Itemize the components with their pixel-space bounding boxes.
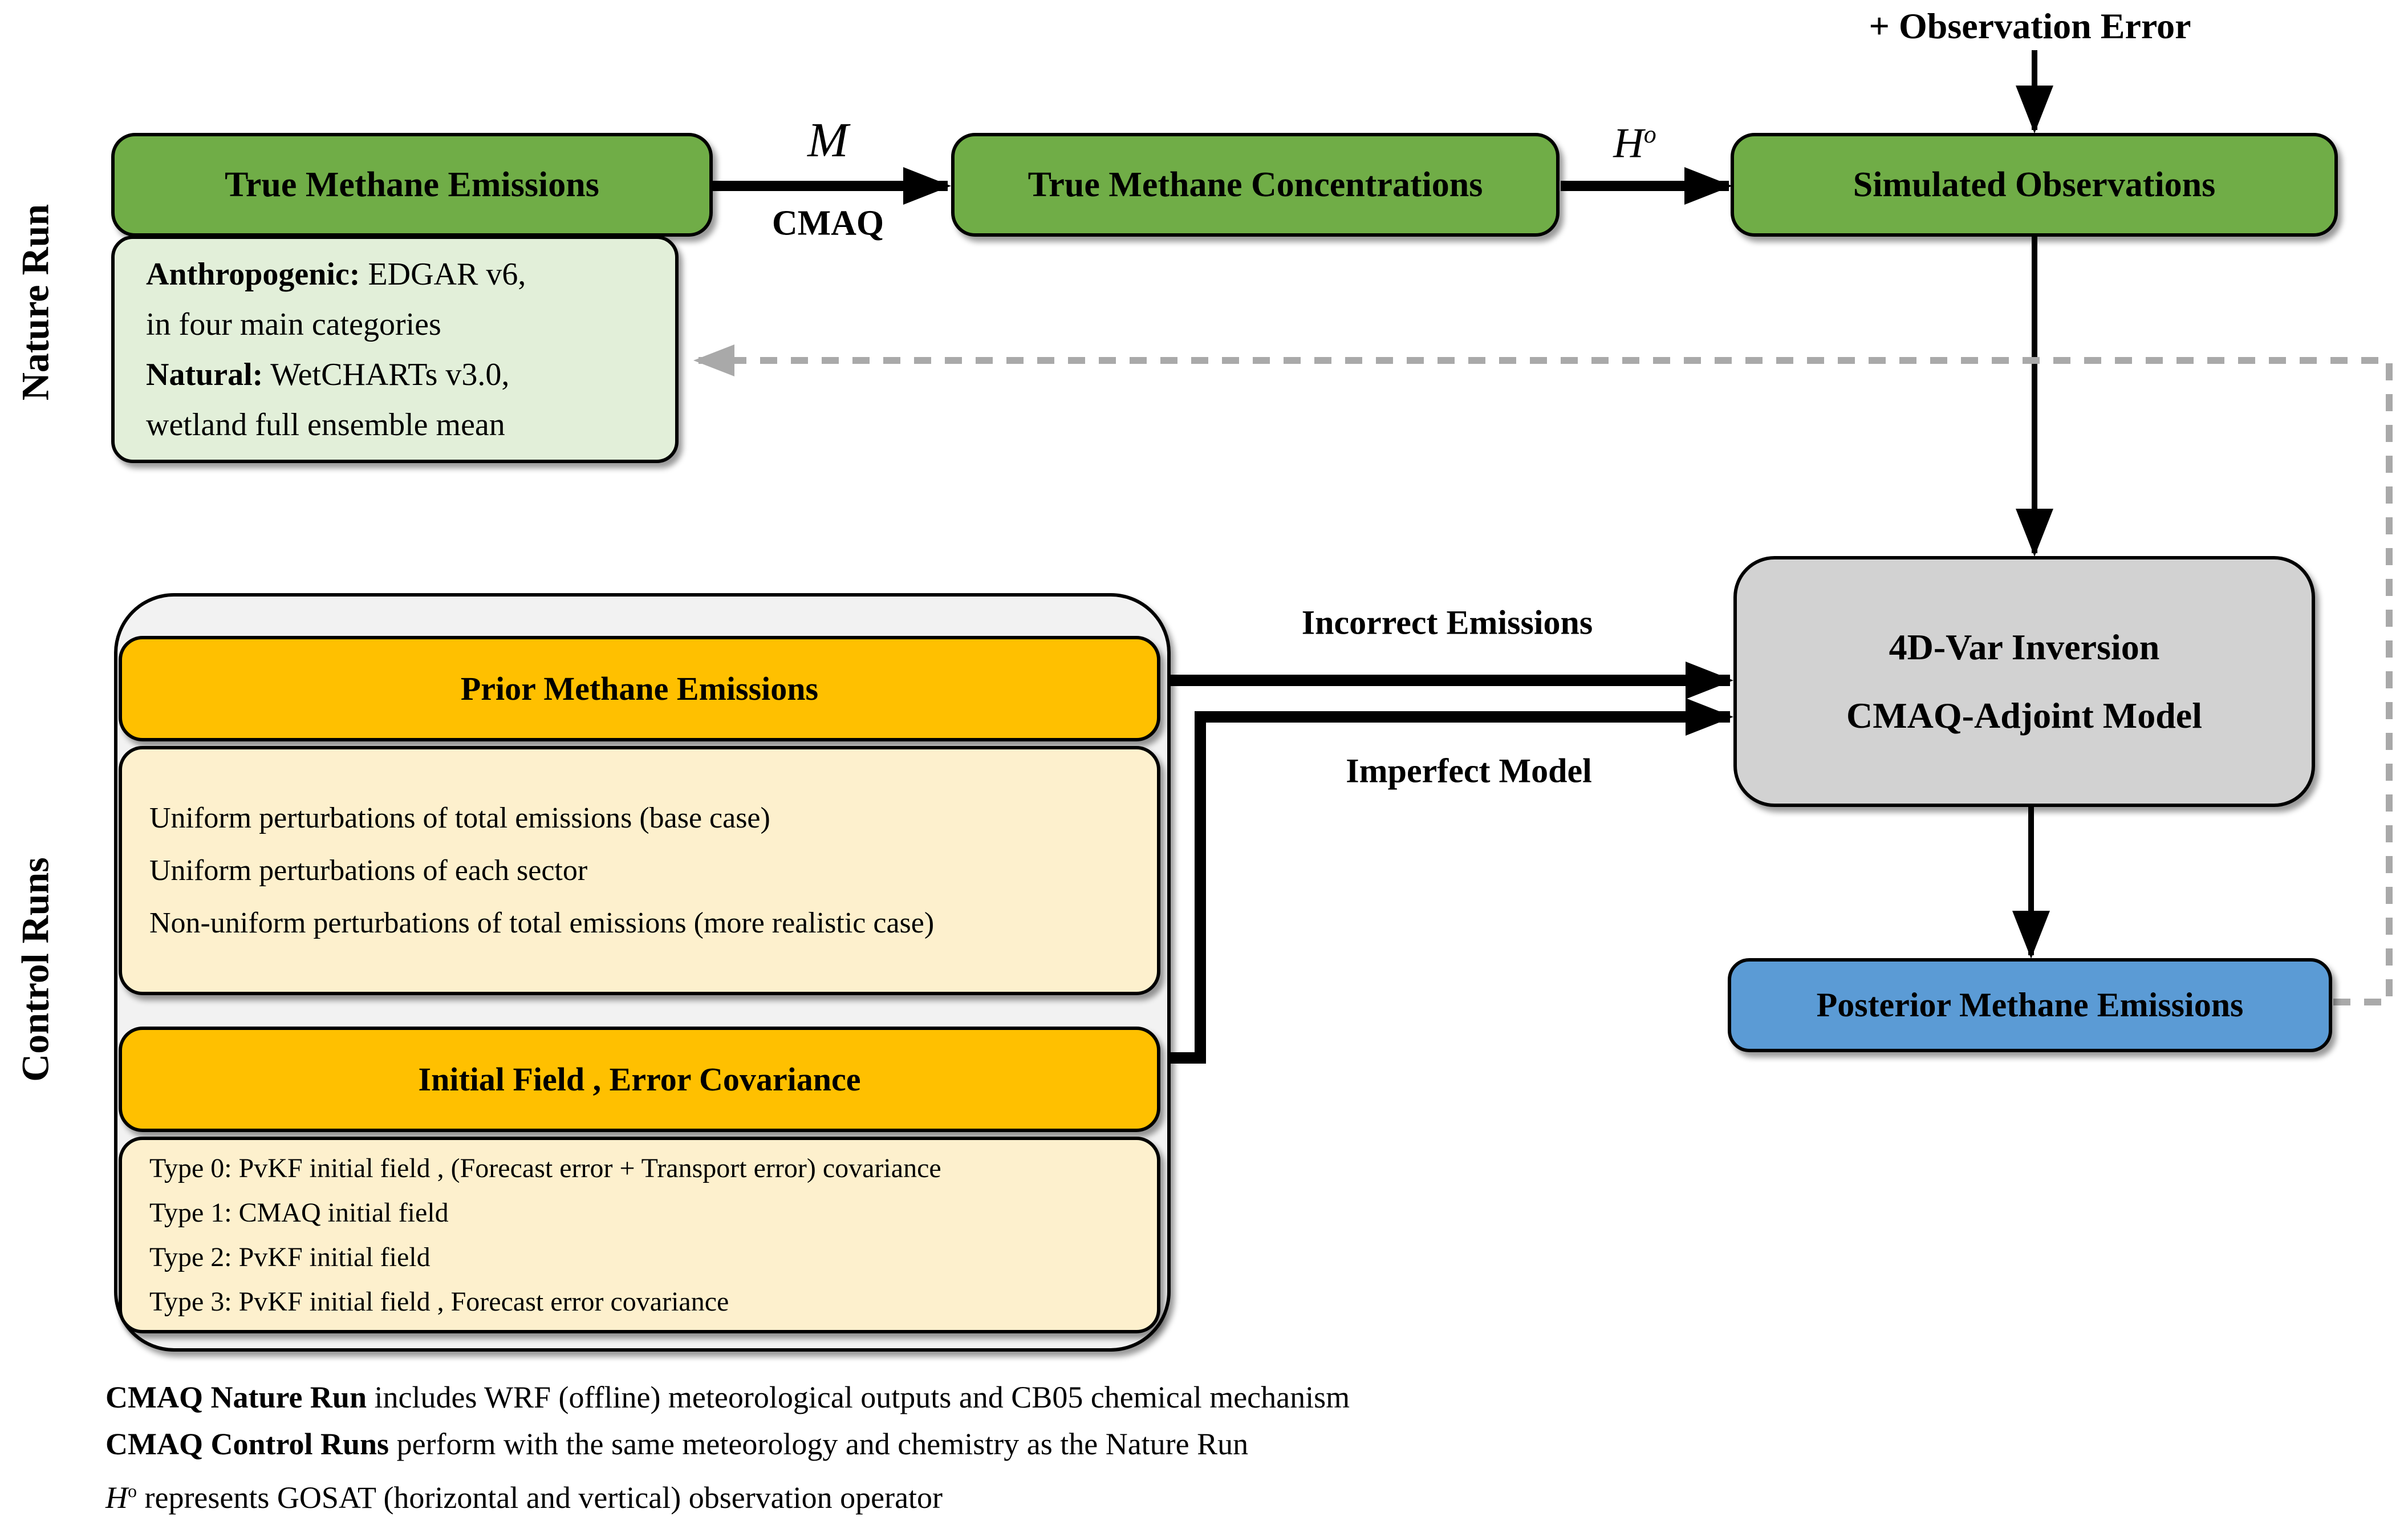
initial-field-error-covariance-title: Initial Field , Error Covariance xyxy=(418,1061,861,1098)
imperfect-model-label: Imperfect Model xyxy=(1346,752,1592,790)
inversion-title-line2: CMAQ-Adjoint Model xyxy=(1846,695,2202,736)
prior-perturbations-list-box: Uniform perturbations of total emissions… xyxy=(119,746,1160,995)
list-item: Type 0: PvKF initial field , (Forecast e… xyxy=(149,1153,941,1183)
true-methane-concentrations-title: True Methane Concentrations xyxy=(1028,165,1483,204)
footnote-nature-run: CMAQ Nature Run includes WRF (offline) m… xyxy=(105,1374,1350,1421)
info-line-anthropogenic: Anthropogenic: EDGAR v6, xyxy=(146,249,526,299)
posterior-methane-emissions-title: Posterior Methane Emissions xyxy=(1816,986,2244,1024)
true-methane-emissions-title: True Methane Emissions xyxy=(225,165,599,204)
list-item: Non-uniform perturbations of total emiss… xyxy=(149,906,935,939)
info-line-categories-rest: in four main categories xyxy=(146,306,441,342)
info-line-categories: in four main categories xyxy=(146,299,441,350)
list-item: Uniform perturbations of each sector xyxy=(149,854,588,887)
list-item: Type 3: PvKF initial field , Forecast er… xyxy=(149,1286,729,1317)
inversion-title-line1: 4D-Var Inversion xyxy=(1889,627,2160,667)
observation-operator-label: Ho xyxy=(1613,120,1656,168)
arrow-imperfect-model xyxy=(1163,698,1733,1064)
footnote-h-operator: Ho represents GOSAT (horizontal and vert… xyxy=(105,1467,1350,1521)
initial-field-error-covariance-header: Initial Field , Error Covariance xyxy=(119,1027,1160,1132)
footnote-nature-run-rest: includes WRF (offline) meteorological ou… xyxy=(367,1380,1350,1414)
footnote-nature-run-lead: CMAQ Nature Run xyxy=(105,1380,367,1414)
observation-error-label: + Observation Error xyxy=(1869,6,2191,46)
info-line-wetland: wetland full ensemble mean xyxy=(146,400,505,450)
info-line-anthropogenic-lead: Anthropogenic: xyxy=(146,256,360,292)
footnote-h-operator-base: H xyxy=(105,1481,128,1515)
info-line-wetland-rest: wetland full ensemble mean xyxy=(146,407,505,443)
cmaq-edge-label: CMAQ xyxy=(771,204,884,243)
simulated-observations-title: Simulated Observations xyxy=(1853,165,2216,204)
model-operator-label: M xyxy=(807,112,848,167)
initial-field-types-list-box: Type 0: PvKF initial field , (Forecast e… xyxy=(119,1137,1160,1333)
true-methane-emissions-box: True Methane Emissions xyxy=(111,133,713,237)
footnote-control-runs-lead: CMAQ Control Runs xyxy=(105,1427,389,1461)
dashed-feedback-loop xyxy=(693,344,2393,1005)
list-item: Uniform perturbations of total emissions… xyxy=(149,801,770,834)
info-line-natural-rest: WetCHARTs v3.0, xyxy=(263,356,510,392)
footnotes: CMAQ Nature Run includes WRF (offline) m… xyxy=(105,1374,1350,1521)
footnote-control-runs-rest: perform with the same meteorology and ch… xyxy=(389,1427,1249,1461)
footnote-h-operator-rest: represents GOSAT (horizontal and vertica… xyxy=(137,1481,943,1515)
prior-methane-emissions-header: Prior Methane Emissions xyxy=(119,636,1160,741)
footnote-h-operator-sup: o xyxy=(128,1481,137,1501)
list-item: Type 1: CMAQ initial field xyxy=(149,1197,449,1228)
prior-methane-emissions-title: Prior Methane Emissions xyxy=(460,670,819,707)
true-methane-concentrations-box: True Methane Concentrations xyxy=(951,133,1560,237)
footnote-control-runs: CMAQ Control Runs perform with the same … xyxy=(105,1421,1350,1467)
info-line-anthropogenic-rest: EDGAR v6, xyxy=(360,256,526,292)
info-line-natural: Natural: WetCHARTs v3.0, xyxy=(146,350,509,400)
simulated-observations-box: Simulated Observations xyxy=(1731,133,2338,237)
control-runs-section-label: Control Runs xyxy=(13,857,57,1082)
emissions-inventory-info-box: Anthropogenic: EDGAR v6, in four main ca… xyxy=(111,236,679,463)
observation-operator-base: H xyxy=(1613,120,1644,167)
incorrect-emissions-label: Incorrect Emissions xyxy=(1301,603,1593,642)
list-item: Type 2: PvKF initial field xyxy=(149,1242,431,1272)
nature-run-section-label: Nature Run xyxy=(13,204,57,401)
info-line-natural-lead: Natural: xyxy=(146,356,263,392)
inversion-model-box: 4D-Var Inversion CMAQ-Adjoint Model xyxy=(1733,556,2315,807)
observation-operator-sup: o xyxy=(1643,120,1656,148)
posterior-methane-emissions-box: Posterior Methane Emissions xyxy=(1728,958,2332,1052)
